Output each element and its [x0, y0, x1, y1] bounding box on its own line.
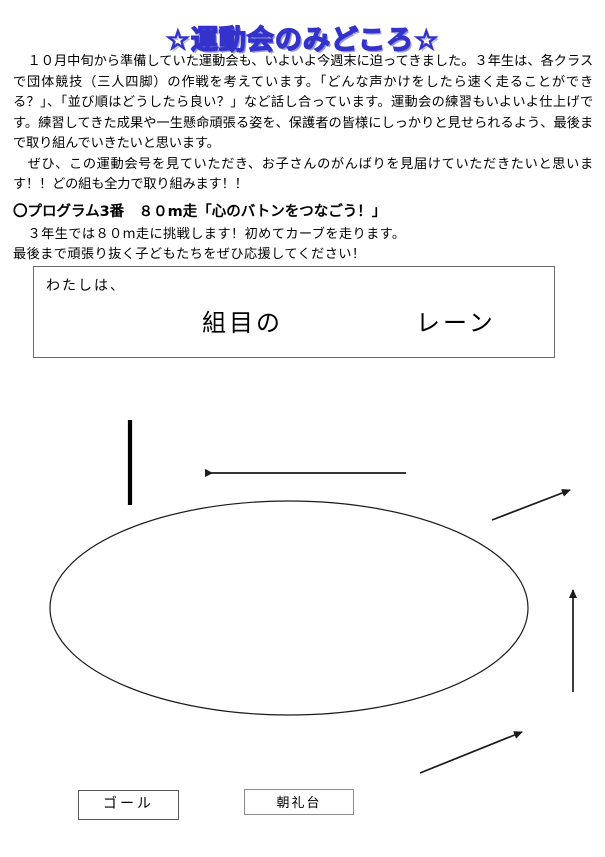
- intro-paragraph-2: ぜひ、この運動会号を見ていただき、お子さんのがんばりを見届けていただきたいと思い…: [13, 156, 593, 193]
- declaration-box: わたしは、 組目の レーン: [33, 266, 555, 358]
- program-description-line-2: 最後まで頑張り抜く子どもたちをぜひ応援してください！: [13, 247, 366, 262]
- page-title-wrap: ☆運動会のみどころ☆: [0, 18, 605, 57]
- goal-label-box: ゴール: [78, 790, 179, 820]
- program-description-line-1: ３年生では８０m走に挑戦します！初めてカーブを走ります。: [27, 227, 406, 242]
- intro-paragraph-1: １０月中旬から準備していた運動会も、いよいよ今週末に迫ってきました。３年生は、各…: [13, 54, 593, 151]
- program-heading: 〇プログラム3番 ８０m走「心のバトンをつなごう！」: [13, 204, 387, 220]
- assembly-platform-label-box: 朝礼台: [244, 789, 354, 815]
- page-title: ☆運動会のみどころ☆: [165, 24, 440, 56]
- track-diagram: ゴール 朝礼台 スタート ここにならぶ: [0, 380, 605, 840]
- declaration-intro-text: わたしは、: [46, 279, 126, 294]
- intro-text-block: １０月中旬から準備していた運動会も、いよいよ今週末に迫ってきました。３年生は、各…: [13, 52, 593, 196]
- running-track-ellipse: [49, 500, 529, 716]
- declaration-lane-label: レーン: [416, 311, 496, 337]
- declaration-group-label: 組目の: [202, 311, 283, 337]
- direction-arrow-lower-right: [419, 731, 523, 774]
- track-diagram-svg: [49, 420, 577, 774]
- direction-arrow-upper-right: [491, 489, 571, 521]
- program-section: 〇プログラム3番 ８０m走「心のバトンをつなごう！」 ３年生では８０m走に挑戦し…: [13, 200, 593, 265]
